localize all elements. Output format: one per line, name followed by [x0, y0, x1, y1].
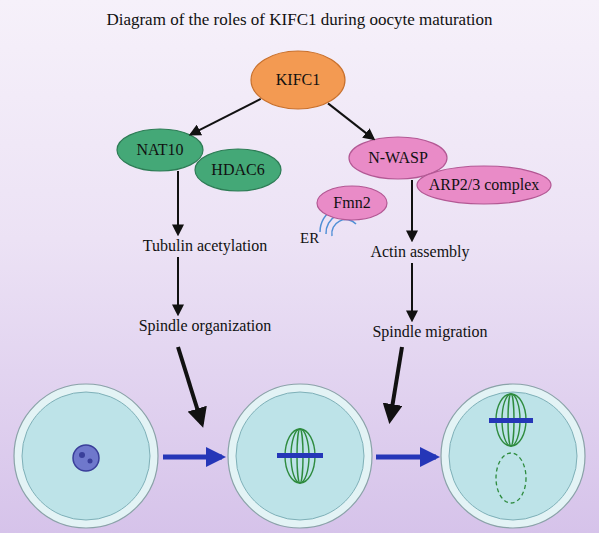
node-text: Fmn2	[333, 194, 370, 212]
process-text: Actin assembly	[345, 242, 495, 262]
flow-arrow	[328, 103, 373, 138]
chromosome-plate	[489, 418, 533, 423]
cytoplasm	[22, 392, 150, 520]
flow-arrow	[178, 347, 202, 424]
er-arc	[332, 220, 356, 236]
zona	[228, 384, 372, 528]
node-text: Actin assembly	[370, 243, 469, 261]
process-text: Spindle migration	[345, 322, 515, 342]
cytoplasm	[236, 392, 364, 520]
node-text: HDAC6	[211, 161, 264, 179]
process-text: Tubulin acetylation	[115, 236, 295, 256]
node-text: Spindle organization	[139, 317, 272, 335]
flow-arrow	[390, 347, 402, 420]
node-text: ARP2/3 complex	[429, 176, 540, 194]
node-text: Spindle migration	[372, 323, 487, 341]
ellipse-shape	[417, 166, 551, 204]
former-spindle	[496, 453, 526, 503]
nucleus	[73, 445, 99, 471]
node-text: N-WASP	[368, 149, 428, 167]
protein-ellipse: KIFC1	[250, 50, 346, 110]
chromosome-plate	[277, 453, 323, 458]
protein-ellipse: HDAC6	[194, 148, 282, 192]
zona	[14, 384, 158, 528]
ellipse-shape	[251, 51, 345, 109]
stage-arrow	[376, 455, 436, 460]
flow-arrow	[411, 263, 413, 320]
ellipse-shape	[317, 186, 387, 220]
oocyte-mi	[228, 384, 372, 528]
zona	[441, 384, 585, 528]
protein-ellipse: Fmn2	[316, 185, 388, 221]
cytoplasm	[449, 392, 577, 520]
part-label: ER	[300, 230, 319, 247]
protein-ellipse: ARP2/3 complex	[416, 165, 552, 205]
flow-arrow	[411, 180, 413, 240]
diagram-title: Diagram of the roles of KIFC1 during ooc…	[0, 10, 599, 30]
chromatin	[88, 459, 93, 464]
node-text: KIFC1	[276, 71, 320, 89]
chromatin	[79, 452, 85, 458]
flow-arrow	[177, 257, 179, 314]
node-text: Tubulin acetylation	[143, 237, 267, 255]
flow-arrow	[191, 99, 261, 134]
stage-arrow	[163, 455, 222, 460]
node-text: NAT10	[136, 141, 183, 159]
process-text: Spindle organization	[110, 316, 300, 336]
ellipse-shape	[195, 149, 281, 191]
flow-arrow	[177, 171, 179, 234]
protein-ellipse: NAT10	[116, 128, 204, 172]
oocyte-gv	[14, 384, 158, 528]
ellipse-shape	[117, 129, 203, 171]
oocyte-migrated	[441, 384, 585, 528]
